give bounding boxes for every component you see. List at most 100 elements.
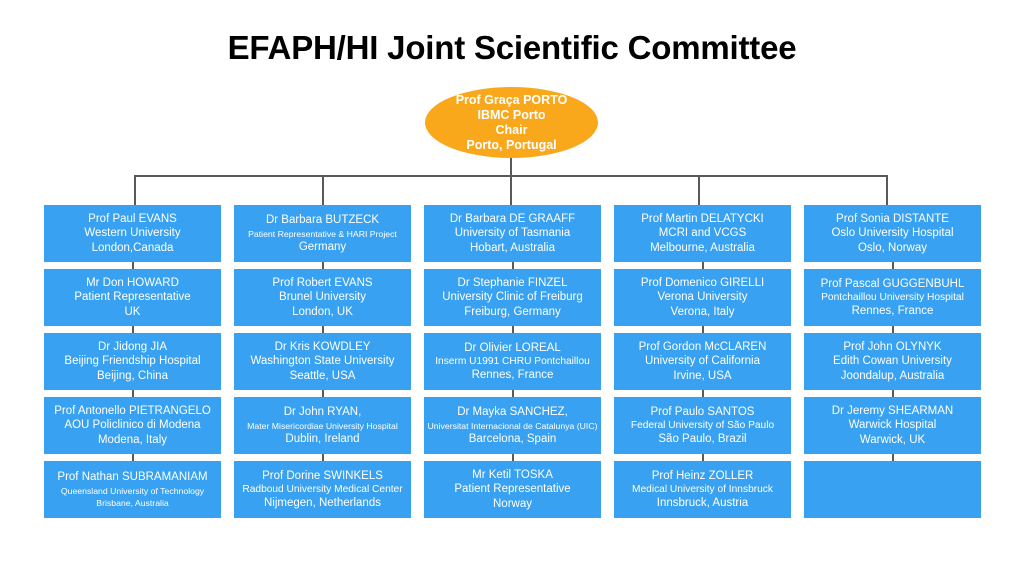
member-name: Prof Paulo SANTOS xyxy=(650,405,755,418)
member-affiliation: Washington State University xyxy=(250,355,395,368)
member-name: Dr Barbara DE GRAAFF xyxy=(449,212,576,225)
committee-column-5: Prof Sonia DISTANTE Oslo University Hosp… xyxy=(804,205,981,518)
member-location: Freiburg, Germany xyxy=(464,305,561,318)
committee-column-3: Dr Barbara DE GRAAFF University of Tasma… xyxy=(424,205,601,518)
member-box[interactable]: Dr Jeremy SHEARMAN Warwick Hospital Warw… xyxy=(804,390,981,454)
connector-stub xyxy=(701,326,704,333)
member-name: Dr Barbara BUTZECK xyxy=(265,214,380,226)
member-affiliation: Patient Representative & HARI Project xyxy=(248,228,397,239)
connector-stub xyxy=(511,454,514,461)
connector-stub xyxy=(891,326,894,333)
member-box[interactable]: Prof Gordon McCLAREN University of Calif… xyxy=(614,326,791,390)
member-box-empty[interactable] xyxy=(804,454,981,518)
member-box[interactable]: Prof Antonello PIETRANGELO AOU Policlini… xyxy=(44,390,221,454)
member-box[interactable]: Prof John OLYNYK Edith Cowan University … xyxy=(804,326,981,390)
member-name: Dr John RYAN, xyxy=(283,406,362,418)
committee-column-4: Prof Martin DELATYCKI MCRI and VCGS Melb… xyxy=(614,205,791,518)
member-affiliation: Medical University of Innsbruck xyxy=(632,484,773,495)
member-box[interactable]: Prof Dorine SWINKELS Radboud University … xyxy=(234,454,411,518)
member-affiliation: Universitat Internacional de Catalunya (… xyxy=(427,420,598,431)
member-location: Barcelona, Spain xyxy=(468,432,557,445)
member-box[interactable]: Prof Heinz ZOLLER Medical University of … xyxy=(614,454,791,518)
member-location: Rennes, France xyxy=(471,369,554,381)
member-affiliation: Mater Misericordiae University Hospital xyxy=(247,420,398,431)
connector-stub xyxy=(131,454,134,461)
member-name: Dr Stephanie FINZEL xyxy=(457,276,568,289)
member-box[interactable]: Prof Martin DELATYCKI MCRI and VCGS Melb… xyxy=(614,205,791,262)
member-affiliation: Pontchaillou University Hospital xyxy=(821,292,964,303)
member-name: Prof Paul EVANS xyxy=(88,212,177,225)
connector-drop-col-1 xyxy=(134,175,136,205)
root-node-role: Chair xyxy=(495,122,528,137)
root-node-chair[interactable]: Prof Graça PORTO IBMC Porto Chair Porto,… xyxy=(425,87,598,158)
member-affiliation: Radboud University Medical Center xyxy=(242,484,403,495)
member-box[interactable]: Prof Paul EVANS Western University Londo… xyxy=(44,205,221,262)
member-name: Dr Mayka SANCHEZ, xyxy=(457,406,568,418)
member-box[interactable]: Dr Barbara DE GRAAFF University of Tasma… xyxy=(424,205,601,262)
connector-stub xyxy=(131,262,134,269)
member-box[interactable]: Dr Barbara BUTZECK Patient Representativ… xyxy=(234,205,411,262)
member-location: Dublin, Ireland xyxy=(285,432,360,445)
root-node-name: Prof Graça PORTO xyxy=(455,92,568,107)
member-box[interactable]: Prof Domenico GIRELLI Verona University … xyxy=(614,262,791,326)
connector-stub xyxy=(891,454,894,461)
member-affiliation: University of Tasmania xyxy=(454,227,571,240)
connector-drop-col-2 xyxy=(322,175,324,205)
member-box[interactable]: Mr Don HOWARD Patient Representative UK xyxy=(44,262,221,326)
member-box[interactable]: Dr Mayka SANCHEZ, Universitat Internacio… xyxy=(424,390,601,454)
member-location: Irvine, USA xyxy=(673,369,732,382)
member-box[interactable]: Prof Paulo SANTOS Federal University of … xyxy=(614,390,791,454)
member-location: UK xyxy=(124,305,141,318)
connector-stub xyxy=(131,326,134,333)
connector-stub xyxy=(701,390,704,397)
member-affiliation: Federal University of São Paulo xyxy=(630,420,775,431)
member-location: Oslo, Norway xyxy=(857,241,928,254)
member-box[interactable]: Prof Pascal GUGGENBUHL Pontchaillou Univ… xyxy=(804,262,981,326)
member-name: Prof Nathan SUBRAMANIAM xyxy=(57,471,208,484)
member-location: Germany xyxy=(298,240,347,253)
root-node-location: Porto, Portugal xyxy=(466,137,557,152)
member-affiliation: MCRI and VCGS xyxy=(658,227,747,240)
member-location: Hobart, Australia xyxy=(469,241,555,254)
member-affiliation: Beijing Friendship Hospital xyxy=(64,355,201,368)
connector-stub xyxy=(891,390,894,397)
connector-stub xyxy=(511,262,514,269)
member-box[interactable]: Mr Ketil TOSKA Patient Representative No… xyxy=(424,454,601,518)
connector-drop-col-4 xyxy=(698,175,700,205)
page-title: EFAPH/HI Joint Scientific Committee xyxy=(227,29,797,66)
member-location: Melbourne, Australia xyxy=(650,241,755,254)
member-name: Dr Olivier LOREAL xyxy=(464,341,561,354)
member-location: London, UK xyxy=(292,305,353,318)
member-box[interactable]: Dr Jidong JIA Beijing Friendship Hospita… xyxy=(44,326,221,390)
member-box[interactable]: Dr John RYAN, Mater Misericordiae Univer… xyxy=(234,390,411,454)
member-affiliation: Warwick Hospital xyxy=(848,419,937,432)
member-name: Mr Don HOWARD xyxy=(86,276,179,289)
member-name: Dr Jeremy SHEARMAN xyxy=(831,404,954,417)
member-box[interactable]: Prof Robert EVANS Brunel University Lond… xyxy=(234,262,411,326)
member-box[interactable]: Dr Kris KOWDLEY Washington State Univers… xyxy=(234,326,411,390)
connector-drop-col-5 xyxy=(886,175,888,205)
member-affiliation: Western University xyxy=(84,227,181,240)
member-affiliation: Brunel University xyxy=(279,291,366,304)
member-box[interactable]: Prof Sonia DISTANTE Oslo University Hosp… xyxy=(804,205,981,262)
connector-stub xyxy=(131,390,134,397)
member-location: Warwick, UK xyxy=(859,433,926,446)
member-name: Mr Ketil TOSKA xyxy=(472,468,553,481)
member-name: Dr Jidong JIA xyxy=(97,340,168,353)
member-location: Beijing, China xyxy=(97,369,168,382)
member-box[interactable]: Prof Nathan SUBRAMANIAM Queensland Unive… xyxy=(44,454,221,518)
member-location: London,Canada xyxy=(91,241,174,254)
member-name: Prof Martin DELATYCKI xyxy=(641,212,764,225)
connector-trunk xyxy=(510,152,512,176)
member-affiliation: Edith Cowan University xyxy=(833,355,952,368)
member-box[interactable]: Dr Olivier LOREAL Inserm U1991 CHRU Pont… xyxy=(424,326,601,390)
member-name: Prof Domenico GIRELLI xyxy=(640,276,765,289)
member-box[interactable]: Dr Stephanie FINZEL University Clinic of… xyxy=(424,262,601,326)
member-name: Prof Sonia DISTANTE xyxy=(836,212,949,225)
member-name: Prof Gordon McCLAREN xyxy=(638,340,767,353)
member-location: Brisbane, Australia xyxy=(96,497,169,508)
connector-stub xyxy=(891,262,894,269)
member-affiliation: Verona University xyxy=(657,291,748,304)
member-location: Norway xyxy=(493,497,532,510)
